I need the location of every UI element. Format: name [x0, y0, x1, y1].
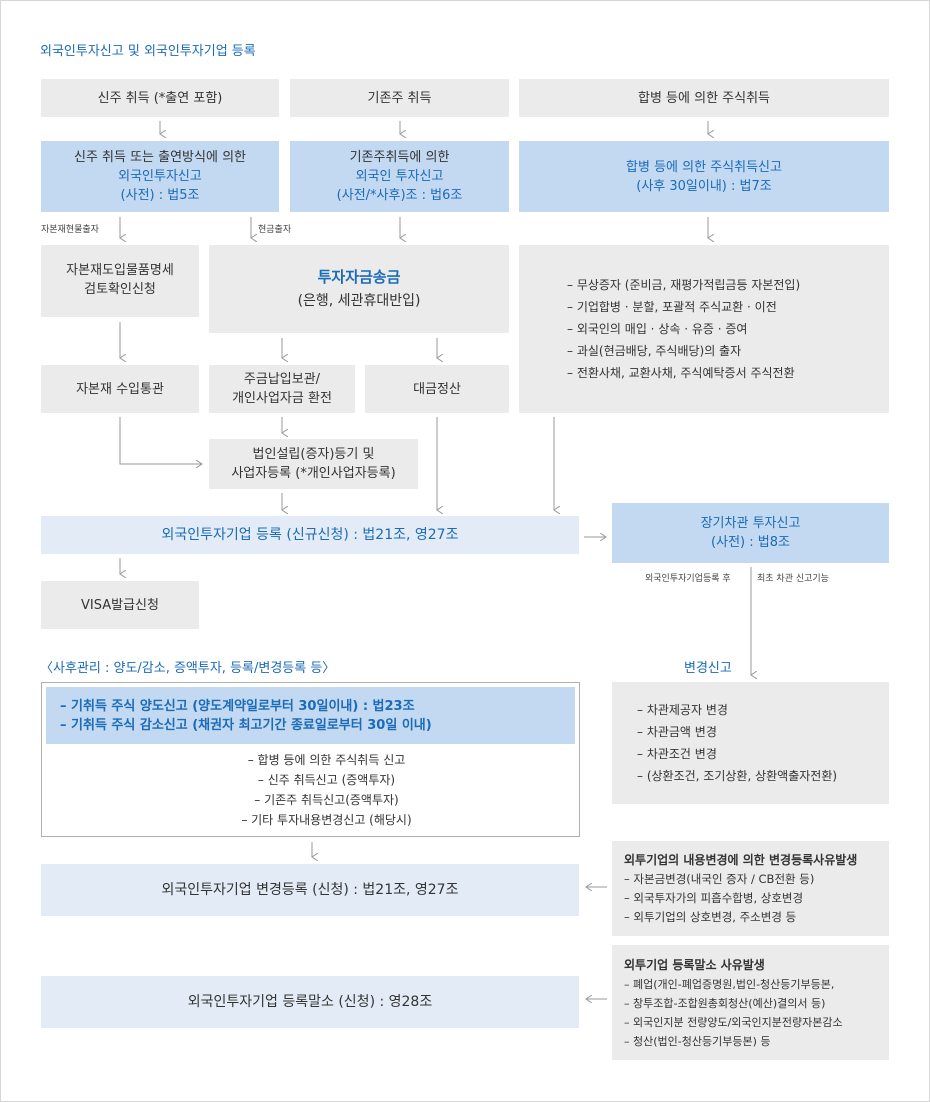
report-merger-line1: 합병 등에 의한 주식취득신고	[626, 159, 782, 175]
cancel-registration-label: 외국인투자기업 등록말소 (신청) : 영28조	[187, 993, 433, 1010]
after-list-item: – 기타 투자내용변경신고 (해당시)	[241, 813, 412, 827]
merger-item: – 무상증자 (준비금, 재평가적립금등 자본전입)	[567, 278, 801, 292]
change-list-item: – (상환조건, 조기상환, 상환액출자전환)	[637, 769, 838, 783]
change-reason-item: – 외국투자가의 피흡수합병, 상호변경	[624, 891, 804, 905]
box-remittance: 투자자금송금 (은행, 세관휴대반입)	[209, 245, 509, 333]
loan-note-left: 외국인투자기업등록 후	[645, 574, 731, 584]
after-highlight-item: – 기취득 주식 양도신고 (양도계약일로부터 30일이내) : 법23조	[60, 698, 415, 714]
report-existing-line2: 외국인 투자신고	[355, 169, 444, 184]
box-existing-share-label: 기존주 취득	[367, 90, 432, 106]
report-existing-line3: (사전/*사후)조 : 법6조	[336, 188, 463, 203]
box-report-existing: 기존주취득에 의한 외국인 투자신고 (사전/*사후)조 : 법6조	[290, 141, 509, 212]
box-settlement: 대금정산	[365, 365, 509, 413]
change-report-label: 변경신고	[684, 661, 732, 676]
box-customs: 자본재 수입통관	[41, 365, 199, 413]
report-new-line1: 신주 취득 또는 출연방식에 의한	[73, 150, 246, 165]
cancel-reason-item: – 폐업(개인-폐업증명원,법인-청산등기부등본,	[624, 977, 835, 991]
change-list-item: – 차관제공자 변경	[637, 703, 728, 717]
incorporation-line2: 사업자등록 (*개인사업자등록)	[231, 466, 396, 481]
deposit-line1: 주금납입보관/	[243, 372, 321, 387]
box-change-list: – 차관제공자 변경 – 차관금액 변경 – 차관조건 변경 – (상환조건, …	[612, 682, 889, 804]
registration-label: 외국인투자기업 등록 (신규신청) : 법21조, 영27조	[161, 526, 459, 543]
label-capital-goods: 자본재현물출자	[41, 225, 99, 235]
change-list-item: – 차관조건 변경	[637, 747, 717, 761]
merger-item: – 기업합병 · 분할, 포괄적 주식교환 · 이전	[567, 300, 777, 314]
cancel-reason-item: – 외국인지분 전량양도/외국인지분전량자본감소	[624, 1015, 843, 1029]
box-existing-share: 기존주 취득	[290, 79, 509, 117]
after-highlight-item: – 기취득 주식 감소신고 (채권자 최고기간 종료일로부터 30일 이내)	[60, 717, 432, 733]
merger-item: – 전환사채, 교환사채, 주식예탁증서 주식전환	[567, 366, 795, 380]
after-list-item: – 합병 등에 의한 주식취득 신고	[247, 753, 406, 767]
incorporation-line1: 법인설립(증자)등기 및	[252, 447, 375, 462]
arrow-elbow	[119, 417, 202, 464]
report-merger-line2: (사후 30일이내) : 법7조	[636, 178, 772, 194]
box-cancel-reason: 외투기업 등록말소 사유발생 – 폐업(개인-폐업증명원,법인-청산등기부등본,…	[612, 945, 889, 1060]
box-after-management: – 기취득 주식 양도신고 (양도계약일로부터 30일이내) : 법23조 – …	[41, 682, 580, 837]
cancel-reason-item: – 창투조합-조합원총회청산(예산)결의서 등)	[624, 996, 826, 1010]
box-cancel-registration: 외국인투자기업 등록말소 (신청) : 영28조	[41, 976, 579, 1028]
report-new-line3: (사전) : 법5조	[120, 188, 200, 203]
page-title: 외국인투자신고 및 외국인투자기업 등록	[40, 44, 256, 59]
customs-label: 자본재 수입통관	[76, 381, 164, 397]
box-merger-share: 합병 등에 의한 주식취득	[519, 79, 889, 117]
change-list-item: – 차관금액 변경	[637, 725, 717, 739]
cancel-reason-item: – 청산(법인-청산등기부등본) 등	[624, 1034, 771, 1048]
merger-item: – 과실(현금배당, 주식배당)의 출자	[567, 344, 742, 358]
report-new-line2: 외국인투자신고	[118, 169, 202, 184]
merger-item: – 외국인의 매입 · 상속 · 유증 · 증여	[567, 322, 748, 336]
remittance-subtitle: (은행, 세관휴대반입)	[297, 293, 421, 309]
change-reason-item: – 자본금변경(내국인 증자 / CB전환 등)	[624, 872, 815, 886]
cancel-reason-title: 외투기업 등록말소 사유발생	[624, 957, 765, 972]
label-cash: 현금출자	[258, 225, 292, 235]
change-registration-label: 외국인투자기업 변경등록 (신청) : 법21조, 영27조	[161, 881, 459, 898]
box-change-registration: 외국인투자기업 변경등록 (신청) : 법21조, 영27조	[41, 864, 579, 916]
change-reason-item: – 외투기업의 상호변경, 주소변경 등	[624, 910, 797, 924]
loan-note-right: 최초 차관 신고기능	[757, 574, 829, 584]
after-list-item: – 기존주 취득신고(증액투자)	[254, 793, 399, 807]
loan-line1: 장기차관 투자신고	[700, 516, 801, 531]
report-existing-line1: 기존주취득에 의한	[349, 150, 450, 165]
box-visa: VISA발급신청	[41, 581, 199, 629]
change-reason-title: 외투기업의 내용변경에 의한 변경등록사유발생	[624, 853, 858, 867]
loan-line2: (사전) : 법8조	[711, 535, 790, 550]
box-report-new: 신주 취득 또는 출연방식에 의한 외국인투자신고 (사전) : 법5조	[41, 141, 279, 212]
box-change-reason: 외투기업의 내용변경에 의한 변경등록사유발생 – 자본금변경(내국인 증자 /…	[612, 841, 889, 936]
after-list: – 합병 등에 의한 주식취득 신고 – 신주 취득신고 (증액투자) – 기존…	[42, 744, 579, 830]
deposit-line2: 개인사업자금 환전	[232, 391, 332, 406]
visa-label: VISA발급신청	[81, 597, 159, 613]
box-goods-review: 자본재도입물품명세 검토확인신청	[41, 245, 199, 317]
box-registration: 외국인투자기업 등록 (신규신청) : 법21조, 영27조	[41, 516, 579, 554]
box-report-merger: 합병 등에 의한 주식취득신고 (사후 30일이내) : 법7조	[519, 141, 889, 212]
box-merger-list: – 무상증자 (준비금, 재평가적립금등 자본전입) – 기업합병 · 분할, …	[519, 245, 889, 413]
goods-review-line2: 검토확인신청	[84, 282, 156, 297]
box-new-share: 신주 취득 (*출연 포함)	[41, 79, 279, 117]
box-incorporation: 법인설립(증자)등기 및 사업자등록 (*개인사업자등록)	[209, 439, 418, 489]
box-deposit: 주금납입보관/ 개인사업자금 환전	[209, 365, 355, 413]
box-merger-share-label: 합병 등에 의한 주식취득	[638, 90, 770, 106]
goods-review-line1: 자본재도입물품명세	[66, 263, 174, 278]
after-list-item: – 신주 취득신고 (증액투자)	[257, 773, 396, 787]
after-management-title: 〈사후관리 : 양도/감소, 증액투자, 등록/변경등록 등〉	[40, 661, 336, 676]
settlement-label: 대금정산	[413, 381, 461, 397]
box-loan-report: 장기차관 투자신고 (사전) : 법8조	[612, 503, 889, 563]
remittance-title: 투자자금송금	[317, 268, 401, 286]
after-highlight: – 기취득 주식 양도신고 (양도계약일로부터 30일이내) : 법23조 – …	[46, 687, 575, 744]
box-new-share-label: 신주 취득 (*출연 포함)	[97, 90, 223, 106]
